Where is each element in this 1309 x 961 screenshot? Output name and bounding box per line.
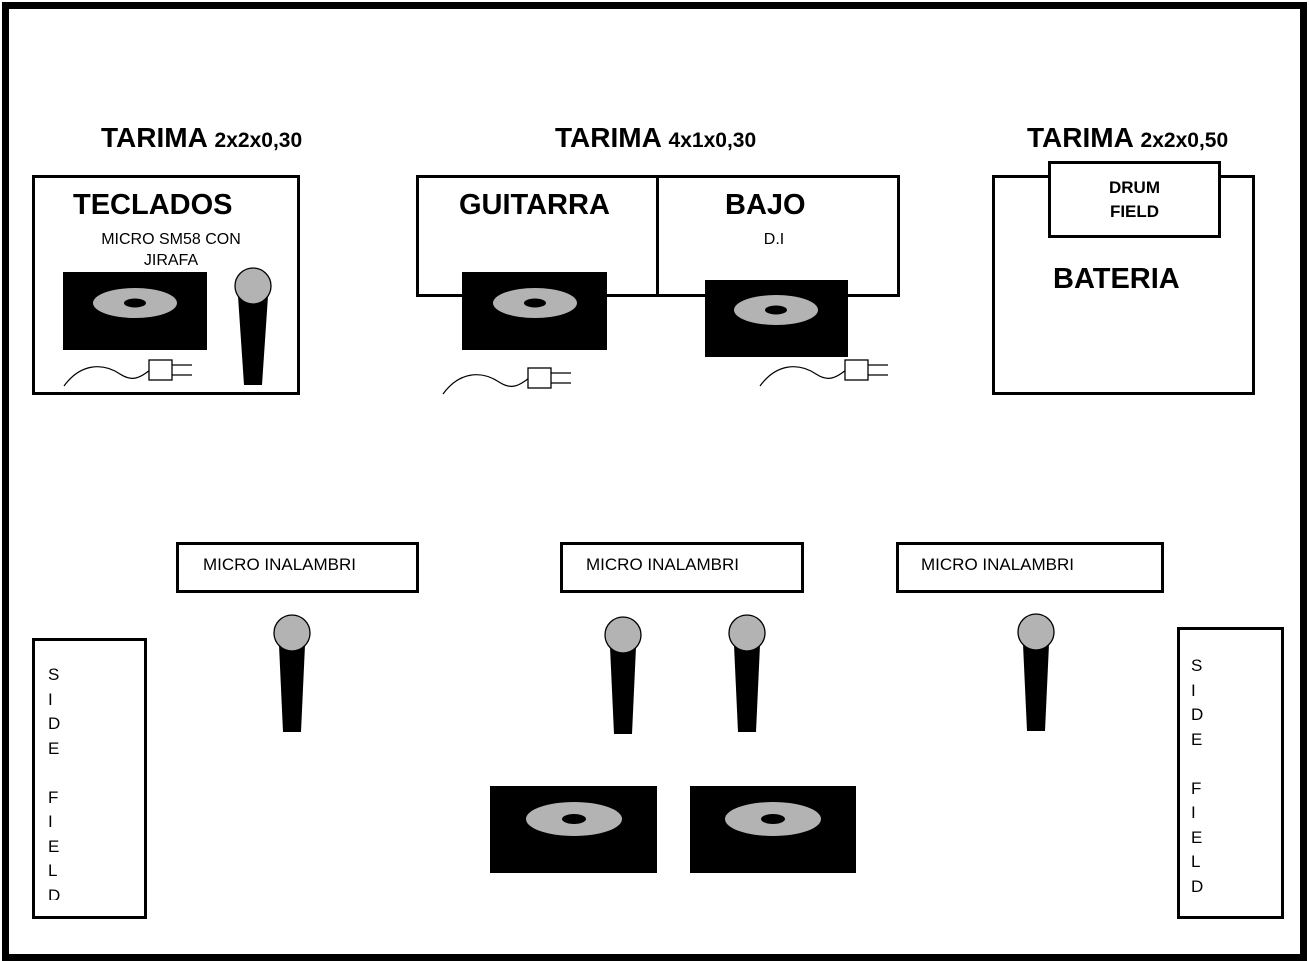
platform-label-text: TARIMA	[1027, 122, 1133, 153]
microphone-icon	[272, 613, 312, 735]
monitor-speaker-icon	[705, 280, 848, 357]
teclados-note-line1: MICRO SM58 CON	[101, 231, 241, 248]
platform-label-center: TARIMA 4x1x0,30	[555, 122, 756, 154]
power-plug-icon	[441, 360, 576, 398]
side-field-right: S I D E F I E L D	[1177, 627, 1284, 919]
platform-label-text: TARIMA	[555, 122, 661, 153]
platform-label-left: TARIMA 2x2x0,30	[101, 122, 302, 154]
platform-dims: 4x1x0,30	[668, 129, 757, 152]
monitor-speaker-icon	[462, 272, 607, 350]
bateria-title: BATERIA	[1053, 263, 1180, 295]
bajo-note: D.I	[763, 231, 785, 248]
drum-field-line2: FIELD	[1109, 202, 1160, 221]
microphone-icon	[727, 613, 767, 735]
platform-dims: 2x2x0,30	[214, 129, 303, 152]
platform-label-right: TARIMA 2x2x0,50	[1027, 122, 1228, 154]
microphone-icon	[233, 266, 273, 388]
wireless-mic-label-2: MICRO INALAMBRI	[560, 542, 804, 593]
platform-label-text: TARIMA	[101, 122, 207, 153]
power-plug-icon	[758, 352, 893, 390]
monitor-speaker-icon	[490, 786, 657, 873]
power-plug-icon	[62, 352, 197, 390]
wireless-mic-label-3: MICRO INALAMBRI	[896, 542, 1164, 593]
monitor-speaker-icon	[690, 786, 856, 873]
side-field-left: S I D E F I E L D	[32, 638, 147, 919]
drum-field-box: DRUM FIELD	[1048, 161, 1221, 238]
wireless-mic-label-1: MICRO INALAMBRI	[176, 542, 419, 593]
microphone-icon	[1016, 612, 1056, 734]
side-field-left-label: S I D E F I E L D	[48, 665, 61, 900]
side-field-right-label: S I D E F I E L D	[1191, 656, 1204, 896]
bajo-title: BAJO	[725, 189, 806, 221]
microphone-icon	[603, 615, 643, 737]
teclados-note-line2: JIRAFA	[143, 252, 199, 269]
guitarra-title: GUITARRA	[459, 189, 610, 221]
teclados-title: TECLADOS	[73, 189, 233, 221]
platform-dims: 2x2x0,50	[1140, 129, 1229, 152]
platform-divider	[656, 175, 659, 297]
monitor-speaker-icon	[63, 272, 207, 350]
drum-field-line1: DRUM	[1109, 178, 1160, 197]
